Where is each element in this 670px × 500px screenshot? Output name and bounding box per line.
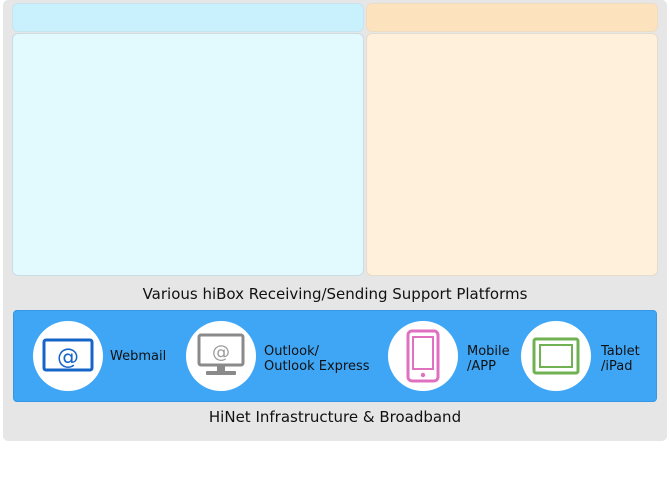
mobile-label: Mobile /APP [467, 344, 510, 374]
outlook-circle: @ [186, 321, 256, 391]
svg-text:@: @ [212, 342, 230, 363]
webmail-label-line1: Webmail [110, 349, 167, 364]
right-panel-header [366, 3, 658, 32]
outlook-label-line2: Outlook Express [264, 359, 370, 374]
outlook-label: Outlook/ Outlook Express [264, 344, 370, 374]
platforms-caption: Various hiBox Receiving/Sending Support … [142, 285, 528, 303]
tablet-circle [521, 321, 591, 391]
desktop-monitor-icon: @ [196, 333, 246, 379]
mobile-label-line2: /APP [467, 359, 496, 374]
tablet-label-line1: Tablet [601, 344, 640, 359]
infrastructure-caption: HiNet Infrastructure & Broadband [208, 408, 462, 426]
tablet-label: Tablet /iPad [601, 344, 640, 374]
mobile-label-line1: Mobile [467, 344, 510, 359]
outlook-label-line1: Outlook/ [264, 344, 319, 359]
svg-text:@: @ [57, 345, 79, 370]
client-platforms-band: @ Webmail @ Outlook/ Outlook Express [13, 310, 657, 402]
webmail-at-screen-icon: @ [41, 336, 95, 376]
mobile-phone-icon [405, 329, 441, 383]
mobile-circle [388, 321, 458, 391]
left-panel-header [12, 3, 364, 32]
webmail-label: Webmail [110, 349, 166, 364]
tablet-icon [531, 336, 581, 376]
webmail-circle: @ [33, 321, 103, 391]
right-panel-body [366, 33, 658, 276]
left-panel-body [12, 33, 364, 276]
tablet-label-line2: /iPad [601, 359, 633, 374]
